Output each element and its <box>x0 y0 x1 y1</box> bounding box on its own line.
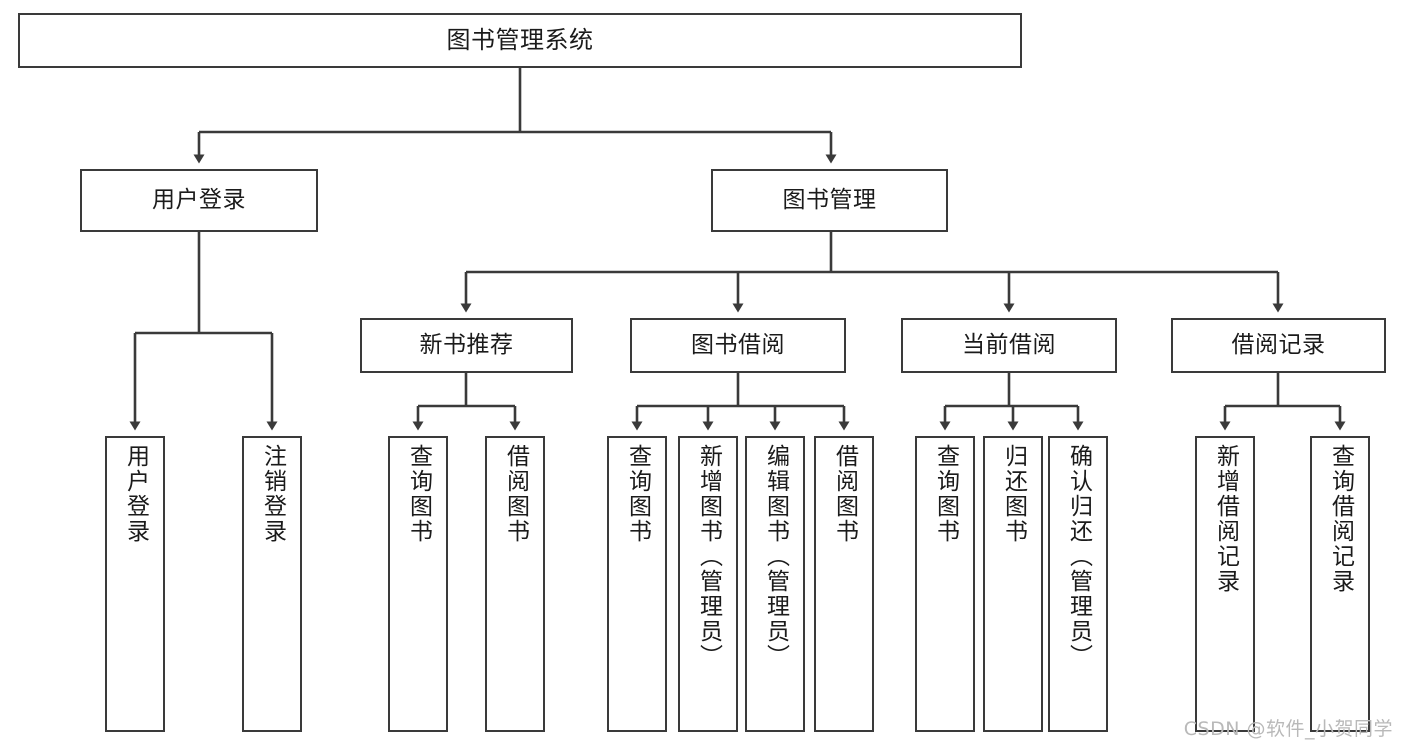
node-leaf-query-borrow-record[interactable]: 查询借阅记录 <box>1310 436 1370 732</box>
node-leaf-user-login[interactable]: 用户登录 <box>105 436 165 732</box>
node-label: 注销登录 <box>259 444 286 544</box>
node-new-book-recommend[interactable]: 新书推荐 <box>360 318 573 373</box>
node-label: 借阅图书 <box>502 444 529 544</box>
node-label: 确认归还（管理员） <box>1065 444 1092 669</box>
node-label: 借阅图书 <box>831 444 858 544</box>
node-label: 新增图书（管理员） <box>695 444 722 669</box>
node-root-system[interactable]: 图书管理系统 <box>18 13 1022 68</box>
node-leaf-add-book-admin[interactable]: 新增图书（管理员） <box>678 436 738 732</box>
node-label: 图书借阅 <box>691 331 785 358</box>
node-leaf-borrow-book-2[interactable]: 借阅图书 <box>814 436 874 732</box>
node-label: 查询图书 <box>932 444 959 544</box>
node-leaf-confirm-return-admin[interactable]: 确认归还（管理员） <box>1048 436 1108 732</box>
node-leaf-edit-book-admin[interactable]: 编辑图书（管理员） <box>745 436 805 732</box>
node-leaf-return-book[interactable]: 归还图书 <box>983 436 1043 732</box>
node-label: 新书推荐 <box>419 331 514 358</box>
node-leaf-query-book-1[interactable]: 查询图书 <box>388 436 448 732</box>
node-current-borrow[interactable]: 当前借阅 <box>901 318 1117 373</box>
node-book-borrow[interactable]: 图书借阅 <box>630 318 846 373</box>
node-label: 用户登录 <box>152 186 246 213</box>
node-label: 图书管理系统 <box>446 26 594 55</box>
node-leaf-query-book-2[interactable]: 查询图书 <box>607 436 667 732</box>
node-label: 查询图书 <box>624 444 651 544</box>
node-label: 图书管理 <box>782 186 877 213</box>
node-leaf-add-borrow-record[interactable]: 新增借阅记录 <box>1195 436 1255 732</box>
node-book-management[interactable]: 图书管理 <box>711 169 948 232</box>
node-borrow-record[interactable]: 借阅记录 <box>1171 318 1386 373</box>
node-leaf-query-book-3[interactable]: 查询图书 <box>915 436 975 732</box>
node-label: 当前借阅 <box>962 331 1056 358</box>
node-leaf-borrow-book-1[interactable]: 借阅图书 <box>485 436 545 732</box>
node-label: 查询图书 <box>405 444 432 544</box>
node-user-login[interactable]: 用户登录 <box>80 169 318 232</box>
node-label: 查询借阅记录 <box>1327 444 1354 594</box>
node-label: 新增借阅记录 <box>1212 444 1239 594</box>
node-leaf-user-logout[interactable]: 注销登录 <box>242 436 302 732</box>
node-label: 用户登录 <box>122 444 149 544</box>
node-label: 归还图书 <box>1000 444 1027 544</box>
node-label: 编辑图书（管理员） <box>762 444 789 669</box>
node-label: 借阅记录 <box>1231 331 1326 358</box>
